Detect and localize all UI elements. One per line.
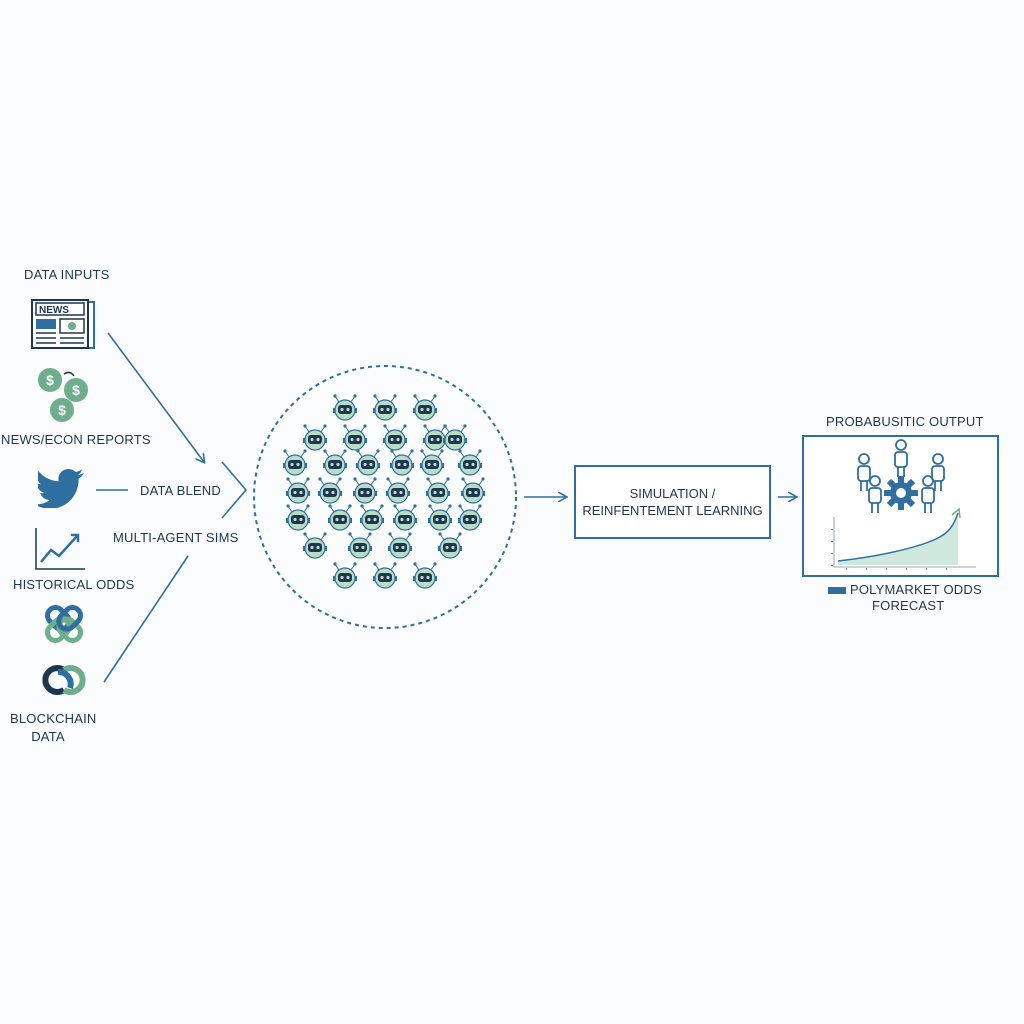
robot-agent-icon	[333, 562, 357, 589]
robot-agent-icon	[303, 424, 327, 451]
svg-text:$: $	[46, 372, 54, 388]
robot-agent-icon	[286, 504, 310, 531]
twitter-bird-icon	[38, 469, 84, 508]
robot-agent-icon	[390, 449, 414, 476]
output-box	[802, 435, 999, 577]
svg-text:$: $	[72, 382, 80, 398]
robot-agent-icon	[283, 449, 307, 476]
blockchain-label-line2: DATA	[31, 729, 65, 744]
chain-link-icon	[45, 605, 83, 643]
robot-agent-icon	[458, 449, 482, 476]
forecast-mini-chart	[831, 507, 976, 570]
data-inputs-title: DATA INPUTS	[24, 267, 110, 282]
robot-agent-icon	[328, 504, 352, 531]
robot-agent-icon	[423, 424, 447, 451]
robot-agent-icon	[333, 394, 357, 421]
newspaper-icon: NEWS	[31, 299, 95, 349]
robot-agent-icon	[428, 504, 452, 531]
output-illustration	[831, 439, 976, 570]
robot-agent-icon	[356, 449, 380, 476]
input-arrow-bottom	[103, 555, 189, 683]
legend-line1: POLYMARKET ODDS	[850, 582, 982, 597]
output-legend: POLYMARKET ODDS	[828, 582, 982, 597]
simulation-line2: REINFENTEMENT LEARNING	[582, 503, 763, 518]
people-icon	[857, 439, 945, 513]
news-econ-label: NEWS/ECON REPORTS	[1, 432, 151, 447]
newspaper-masthead: NEWS	[39, 305, 69, 316]
blockchain-label-line1: BLOCKCHAIN	[10, 711, 97, 726]
legend-swatch	[828, 587, 846, 595]
robot-agent-icon	[286, 477, 310, 504]
data-blend-label: DATA BLEND	[140, 483, 221, 498]
robot-agent-icon	[318, 477, 342, 504]
robot-agent-icon	[443, 424, 467, 451]
simulation-line1: SIMULATION /	[629, 486, 716, 501]
dollar-coins-icon: $ $ $	[38, 368, 88, 422]
robot-agent-icon	[438, 532, 462, 559]
robot-agent-icon	[413, 562, 437, 589]
robot-agent-icon	[461, 477, 485, 504]
gear-icon	[884, 476, 918, 510]
blockchain-label: BLOCKCHAIN DATA	[10, 711, 97, 744]
loop-link-icon	[42, 665, 86, 695]
multi-agent-label: MULTI-AGENT SIMS	[113, 530, 239, 545]
robot-agent-icon	[388, 532, 412, 559]
svg-text:$: $	[58, 402, 66, 418]
agent-cluster-boundary	[253, 365, 517, 629]
robot-agent-icon	[373, 394, 397, 421]
robot-agent-icon	[383, 424, 407, 451]
robot-agent-icon	[343, 424, 367, 451]
robot-agent-icon	[303, 532, 327, 559]
merge-chevron	[221, 461, 248, 519]
robot-agent-icon	[393, 504, 417, 531]
legend-line2: FORECAST	[872, 598, 945, 613]
output-title: PROBABUSITIC OUTPUT	[826, 414, 984, 429]
robot-agent-icon	[353, 477, 377, 504]
historical-odds-label: HISTORICAL ODDS	[13, 577, 135, 592]
simulation-box: SIMULATION / REINFENTEMENT LEARNING	[574, 465, 771, 539]
robot-agent-icon	[323, 449, 347, 476]
trend-line-icon	[35, 528, 85, 570]
input-arrow-top	[107, 332, 204, 462]
robot-agent-icon	[426, 477, 450, 504]
robot-agent-icon	[348, 532, 372, 559]
robot-agent-icon	[458, 504, 482, 531]
robot-agent-icon	[373, 562, 397, 589]
robot-agent-icon	[386, 477, 410, 504]
robot-agent-icon	[413, 394, 437, 421]
robot-agent-icon	[360, 504, 384, 531]
robot-agent-icon	[420, 449, 444, 476]
